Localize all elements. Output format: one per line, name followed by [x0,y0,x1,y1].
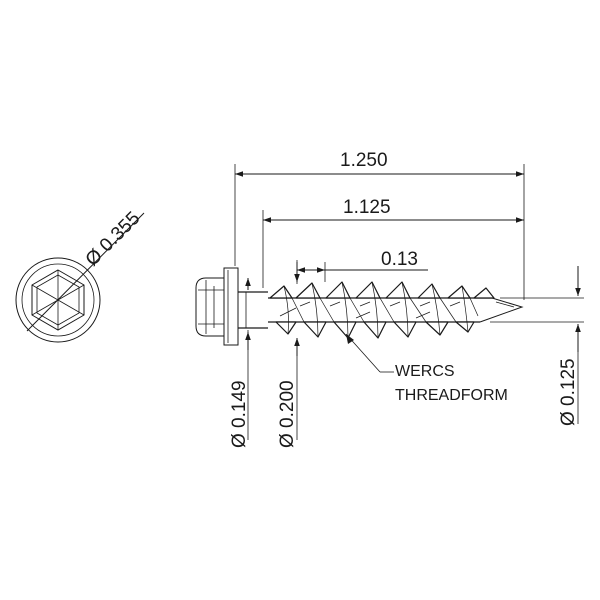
threadform-callout-line1: WERCS [395,363,455,380]
threadform-callout-line2: THREADFORM [395,387,508,404]
minor-diameter-dimension [490,266,584,424]
threadform-callout-leader [345,333,394,373]
thread-pitch-label: 0.13 [381,249,418,270]
thread-length-dimension [262,210,524,288]
head-diameter-label: Ø 0.355 [82,208,145,271]
major-diameter-label: Ø 0.200 [277,380,298,448]
overall-length-label: 1.250 [340,150,388,171]
thread-length-label: 1.125 [343,197,391,218]
screw-side-view [195,267,524,346]
overall-length-dimension [234,164,525,300]
head-end-view [15,212,145,343]
minor-diameter-label: Ø 0.125 [558,358,579,426]
shank-diameter-label: Ø 0.149 [229,380,250,448]
